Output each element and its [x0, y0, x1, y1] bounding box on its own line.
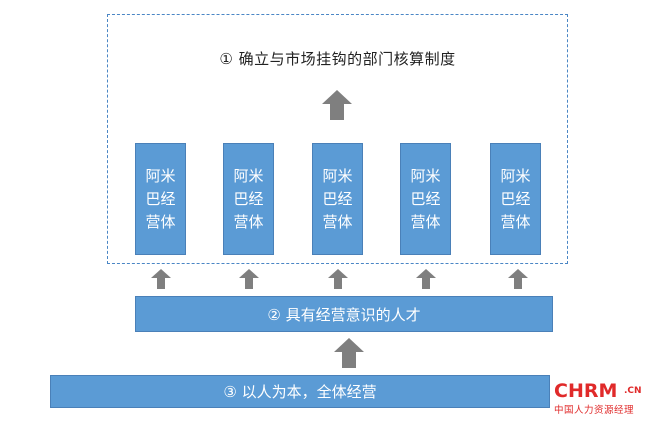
amoeba-unit-2: 阿米巴经营体 [223, 143, 274, 255]
up-arrow-icon [151, 269, 171, 289]
watermark-main: CHRM [554, 380, 618, 402]
amoeba-unit-label: 阿米巴经营体 [145, 166, 176, 231]
up-arrow-icon [322, 90, 352, 120]
up-arrow-icon [334, 338, 364, 368]
amoeba-unit-label: 阿米巴经营体 [410, 166, 441, 231]
amoeba-unit-3: 阿米巴经营体 [312, 143, 363, 255]
chrm-watermark-logo: CHRM .CN 中国人力资源经理 [554, 380, 659, 420]
foundation-bar: ③ 以人为本，全体经营 [50, 375, 550, 408]
watermark-suffix: .CN [624, 386, 642, 396]
talent-bar: ② 具有经营意识的人才 [135, 296, 553, 332]
amoeba-unit-5: 阿米巴经营体 [490, 143, 541, 255]
amoeba-unit-1: 阿米巴经营体 [135, 143, 186, 255]
up-arrow-icon [328, 269, 348, 289]
amoeba-unit-label: 阿米巴经营体 [500, 166, 531, 231]
up-arrow-icon [508, 269, 528, 289]
amoeba-unit-label: 阿米巴经营体 [322, 166, 353, 231]
amoeba-group-frame [107, 14, 568, 264]
amoeba-unit-label: 阿米巴经营体 [233, 166, 264, 231]
up-arrow-icon [239, 269, 259, 289]
watermark-subtitle: 中国人力资源经理 [554, 405, 635, 416]
top-title: ① 确立与市场挂钩的部门核算制度 [219, 50, 456, 68]
amoeba-unit-4: 阿米巴经营体 [400, 143, 451, 255]
up-arrow-icon [416, 269, 436, 289]
